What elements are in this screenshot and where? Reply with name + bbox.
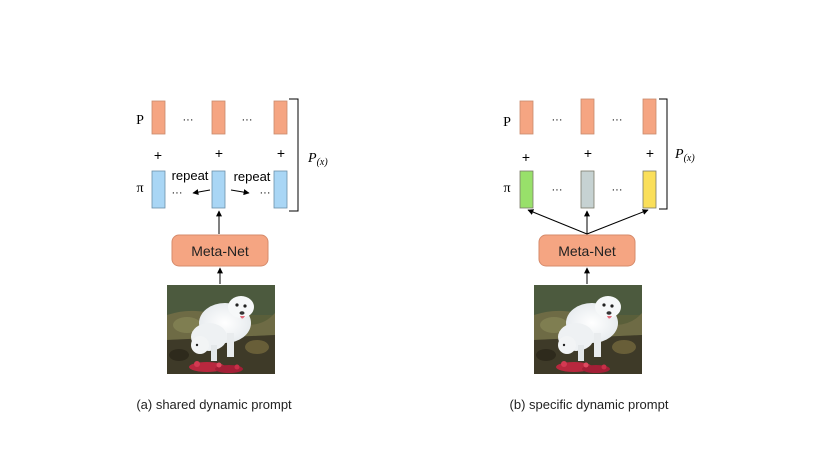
prompt-block-pi <box>580 170 595 209</box>
prompt-bracket <box>659 98 668 210</box>
prompt-block-p <box>273 100 288 135</box>
plus-sign: + <box>277 145 285 161</box>
metanet-label: Meta-Net <box>191 243 249 259</box>
metanet-box <box>171 234 269 267</box>
ellipsis: ··· <box>552 184 563 196</box>
metanet-output-arrow <box>527 209 588 235</box>
bracket-label: P(x) <box>674 147 695 164</box>
repeat-label: repeat <box>172 168 209 183</box>
dog-photo-icon <box>534 285 642 374</box>
metanet-label: Meta-Net <box>558 243 616 259</box>
prompt-block-pi <box>211 170 226 209</box>
plus-sign: + <box>522 149 530 165</box>
plus-sign: + <box>646 145 654 161</box>
row-label-p: P <box>136 113 144 128</box>
prompt-block-p <box>642 98 657 135</box>
caption-shared: (a) shared dynamic prompt <box>136 397 292 412</box>
repeat-arrow-left <box>192 189 211 196</box>
ellipsis: ··· <box>552 114 563 126</box>
panel-specific: P π ··· ··· + + + ··· ··· P(x) Meta-Net <box>503 98 695 412</box>
ellipsis: ··· <box>183 114 194 126</box>
ellipsis: ··· <box>172 187 183 199</box>
dog-photo-icon <box>167 285 275 374</box>
ellipsis: ··· <box>612 114 623 126</box>
caption-specific: (b) specific dynamic prompt <box>510 397 669 412</box>
prompt-block-p <box>211 100 226 135</box>
ellipsis: ··· <box>260 187 271 199</box>
panel-shared: P π ··· ··· + + + ··· ··· repeat repeat … <box>136 98 328 412</box>
prompt-block-pi <box>151 170 166 209</box>
ellipsis: ··· <box>242 114 253 126</box>
prompt-bracket <box>289 98 299 212</box>
plus-sign: + <box>154 147 162 163</box>
row-label-pi: π <box>503 181 510 196</box>
ellipsis: ··· <box>612 184 623 196</box>
plus-sign: + <box>215 145 223 161</box>
prompt-block-pi <box>519 170 534 209</box>
bracket-label: P(x) <box>307 151 328 168</box>
row-label-pi: π <box>136 181 143 196</box>
repeat-label: repeat <box>234 169 271 184</box>
prompt-block-p <box>151 100 166 135</box>
metanet-box <box>538 234 636 267</box>
repeat-arrow-right <box>230 189 250 196</box>
prompt-block-pi <box>273 170 288 209</box>
metanet-output-arrow <box>586 209 649 235</box>
prompt-block-p <box>580 98 595 135</box>
prompt-block-p <box>519 100 534 135</box>
plus-sign: + <box>584 145 592 161</box>
row-label-p: P <box>503 115 511 130</box>
prompt-block-pi <box>642 170 657 209</box>
